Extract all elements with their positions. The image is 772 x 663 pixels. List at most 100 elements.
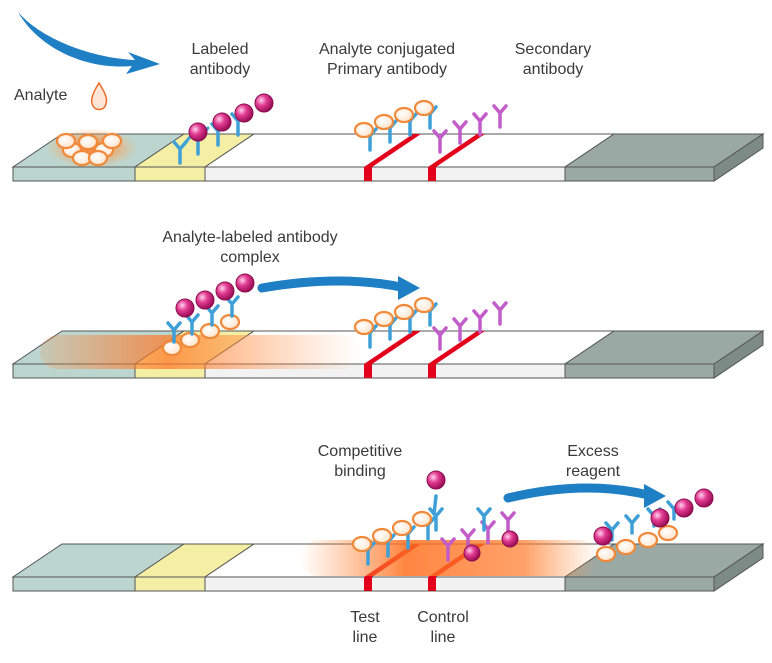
secondary-antibody-icon: [472, 309, 488, 334]
antibody-stem: [178, 135, 192, 151]
flow-arrow-icon-3: [503, 483, 666, 508]
analyte-icon: [179, 331, 201, 349]
analyte-icon: [77, 133, 99, 151]
analyte-oval: [595, 545, 617, 563]
membrane-front: [204, 166, 566, 182]
analyte-icon: [615, 538, 637, 556]
analyte-oval: [87, 149, 109, 167]
analyte-icon: [373, 113, 395, 131]
antibody-shape: [492, 301, 508, 326]
analyte-icon: [351, 535, 373, 553]
control-line-front: [428, 167, 436, 181]
antibody-icon: [166, 321, 182, 344]
droplet-icon-shape: [90, 81, 108, 111]
flow-arrow-icon-2-shaft: [257, 276, 411, 293]
analyte-icon: [353, 121, 375, 139]
competition-smear: [300, 540, 600, 576]
strip-end: [713, 330, 764, 379]
label-ball: [674, 498, 694, 518]
antibody-shape: [432, 326, 448, 351]
secondary-antibody-icon: [452, 120, 468, 145]
analyte-oval: [219, 313, 241, 331]
analyte-oval: [161, 339, 183, 357]
analyte-icon: [219, 313, 241, 331]
antibody-shape: [166, 321, 182, 344]
analyte-oval: [391, 519, 413, 537]
label-ball: [234, 103, 254, 123]
antibody-shape: [476, 507, 492, 532]
analyte-oval: [371, 527, 393, 545]
secondary-antibody-icon: [432, 129, 448, 154]
migration-smear: [40, 335, 360, 369]
control-line-front: [428, 577, 436, 591]
droplet-icon: [90, 81, 108, 111]
flow-arrow-icon-3-shaft: [503, 483, 657, 503]
label-ball-icon: [254, 93, 274, 113]
label-ball: [235, 273, 255, 293]
antibody-shape: [452, 120, 468, 145]
test-line-top: [364, 331, 421, 364]
label-ball: [593, 526, 613, 546]
label-ball-icon: [212, 112, 232, 132]
label-ball-icon: [650, 508, 670, 528]
conjugate-pad-front: [134, 576, 206, 592]
analyte-icon: [87, 149, 109, 167]
absorbent-pad-front: [564, 363, 715, 379]
flow-arrow-icon-body: [18, 12, 160, 74]
antibody-shape: [492, 104, 508, 129]
analyte-icon: [411, 510, 433, 528]
antibody-icon: [624, 514, 640, 535]
test-line-front: [364, 167, 372, 181]
analyte-icon: [391, 519, 413, 537]
analyte-oval: [615, 538, 637, 556]
sample-pad-front: [12, 166, 136, 182]
analyte-oval: [373, 113, 395, 131]
analyte-oval: [353, 121, 375, 139]
analyte-oval: [101, 132, 123, 150]
secondary-antibody-icon: [452, 317, 468, 342]
flow-arrow-icon: [18, 12, 160, 74]
analyte-icon: [657, 524, 679, 542]
label-ball-icon: [188, 122, 208, 142]
analyte-oval: [179, 331, 201, 349]
secondary-antibody-icon: [492, 104, 508, 129]
conjugate-pad-front: [134, 166, 206, 182]
analyte-oval: [199, 322, 221, 340]
analyte-oval: [393, 106, 415, 124]
antibody-icon: [476, 507, 492, 532]
analyte-icon: [595, 545, 617, 563]
flow-arrow-icon-2-head: [398, 276, 420, 300]
secondary-antibody-icon: [440, 537, 456, 562]
label-ball-icon: [215, 281, 235, 301]
secondary-antibody-icon: [432, 326, 448, 351]
absorbent-pad-front: [564, 166, 715, 182]
label-ball-icon: [235, 273, 255, 293]
control-line-front: [428, 364, 436, 378]
analyte-oval: [353, 318, 375, 336]
secondary-antibody-icon: [492, 301, 508, 326]
label-ball: [694, 488, 714, 508]
label-ball-icon: [501, 530, 519, 548]
label-ball-icon: [195, 290, 215, 310]
analyte-icon: [393, 303, 415, 321]
analyte-oval: [413, 99, 435, 117]
analyte-oval: [413, 296, 435, 314]
analyte-oval: [77, 133, 99, 151]
test-strip-1: [11, 133, 765, 182]
label-ball-icon: [234, 103, 254, 123]
antibody-shape: [624, 514, 640, 535]
analyte-icon: [101, 132, 123, 150]
label-ball: [501, 530, 519, 548]
label-ball: [175, 298, 195, 318]
label-ball-icon: [463, 544, 481, 562]
label-ball: [426, 470, 446, 490]
analyte-oval: [411, 510, 433, 528]
